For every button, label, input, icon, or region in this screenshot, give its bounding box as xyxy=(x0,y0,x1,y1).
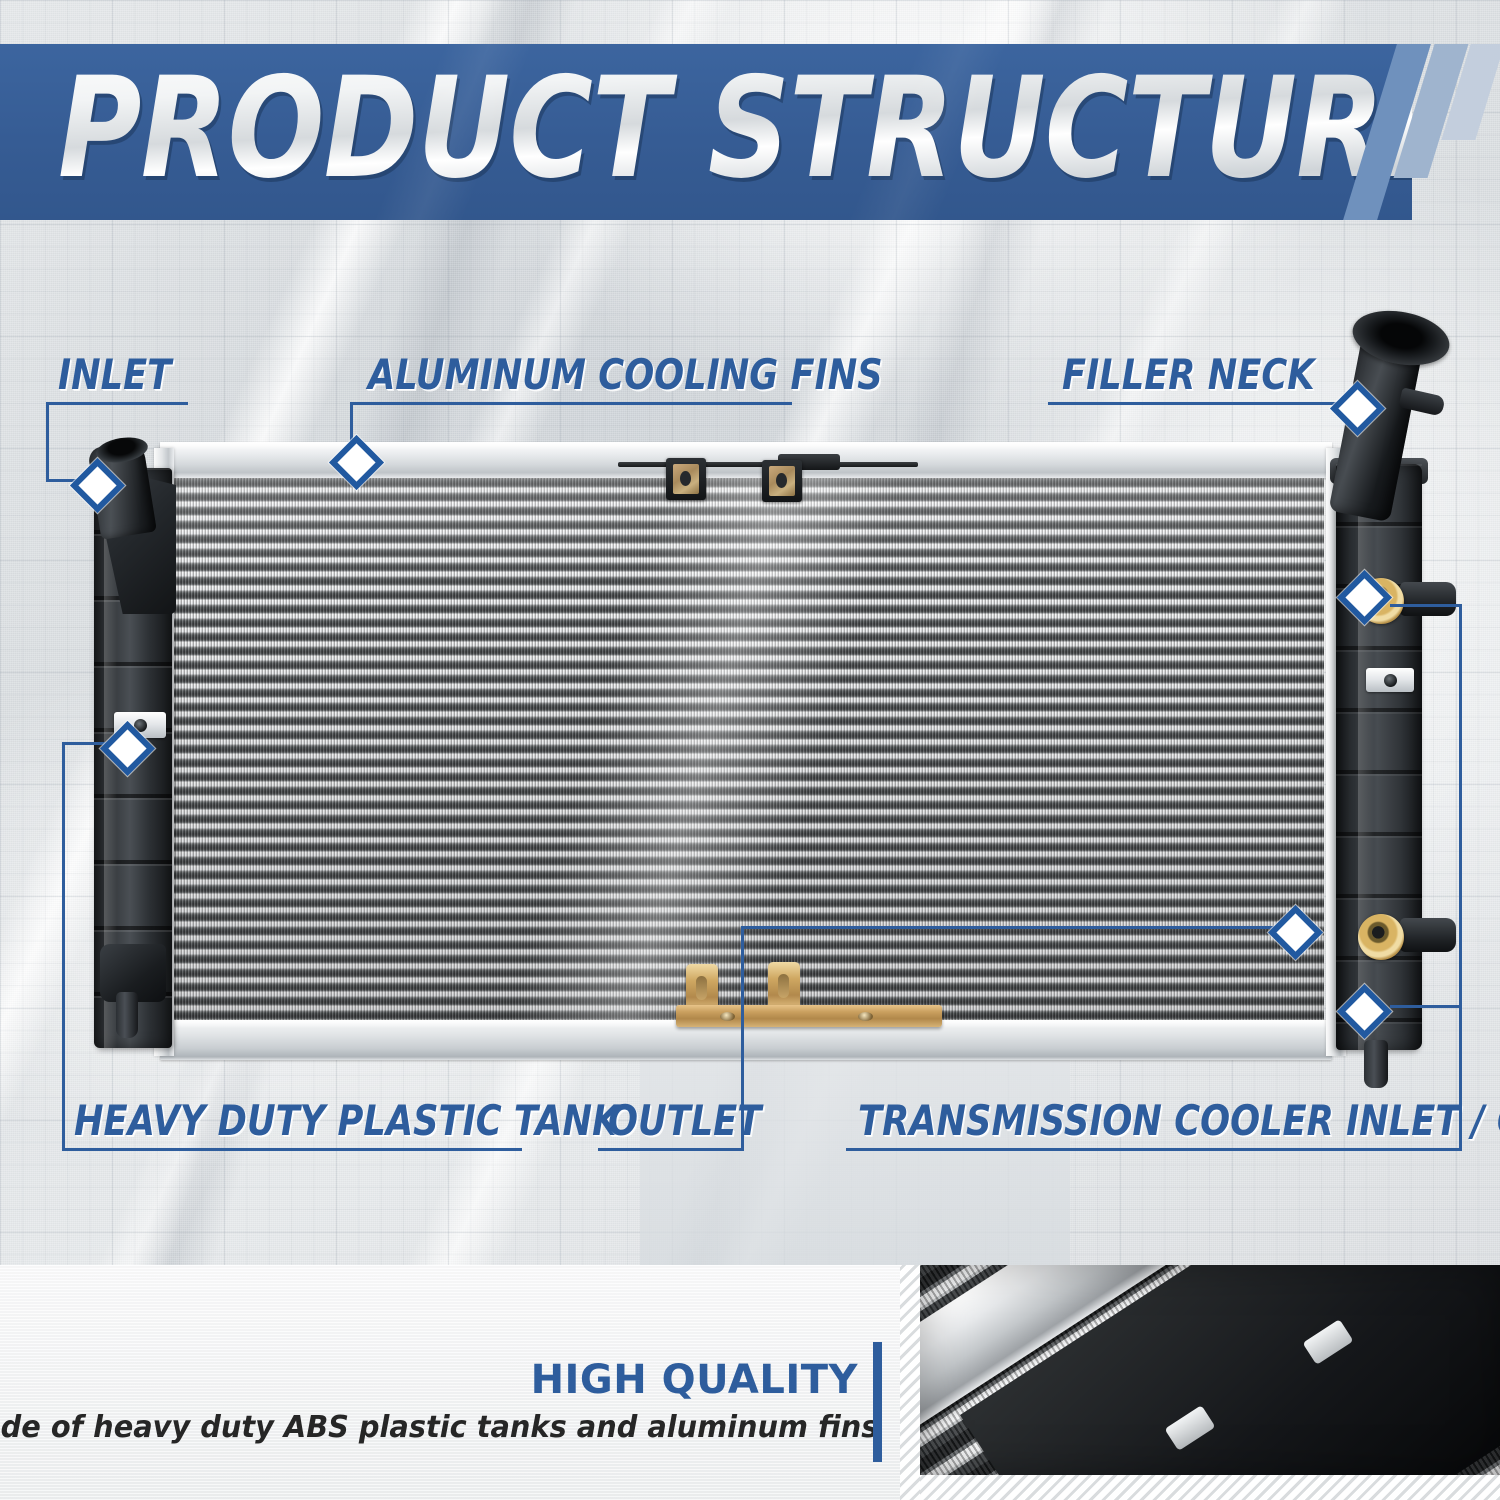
callout-connector-inlet xyxy=(46,402,49,480)
header-decor-bars xyxy=(1343,44,1500,220)
right-tank-clip xyxy=(1366,668,1414,692)
callout-connector-outlet xyxy=(741,926,744,1148)
top-mount-bracket-right xyxy=(762,460,802,502)
callout-connector-plastic-tank xyxy=(62,742,65,1148)
feature-divider xyxy=(873,1342,882,1462)
callout-label-inlet: INLET xyxy=(58,350,172,399)
callout-label-filler-neck: FILLER NECK xyxy=(1062,350,1315,399)
outlet-bracket-tab-left xyxy=(686,964,718,1010)
callout-connector-plastic-tank-arm xyxy=(62,742,116,745)
header-banner: PRODUCT STRUCTURE xyxy=(0,44,1412,220)
background-panel-patch xyxy=(640,1025,1070,1265)
callout-rule-inlet xyxy=(46,402,188,405)
fin-closeup-photo xyxy=(920,1265,1500,1475)
callout-rule-outlet xyxy=(598,1148,744,1151)
trans-cooler-outlet-fitting xyxy=(1358,914,1404,960)
callout-rule-trans-cooler xyxy=(846,1148,1462,1151)
callout-connector-trans-upper-arm xyxy=(1390,604,1462,607)
callout-label-cooling-fins: ALUMINUM COOLING FINS xyxy=(368,350,883,399)
outlet-bracket-tab-right xyxy=(768,962,800,1008)
aluminum-core-fins xyxy=(166,475,1324,1023)
trans-cooler-upper-sleeve xyxy=(1400,582,1456,616)
callout-rule-outlet-span xyxy=(741,926,1291,929)
left-tank-drain-stub xyxy=(116,992,138,1038)
feature-title: HIGH QUALITY xyxy=(530,1357,858,1403)
callout-rule-cooling-fins xyxy=(350,402,792,405)
trans-cooler-lower-sleeve xyxy=(1400,918,1456,952)
page-title: PRODUCT STRUCTURE xyxy=(58,44,1412,216)
callout-label-outlet: OUTLET xyxy=(608,1096,762,1145)
core-highlight xyxy=(166,475,1324,1023)
callout-label-trans-cooler: TRANSMISSION COOLER INLET / OUTLET xyxy=(858,1096,1500,1145)
callout-connector-inlet-arm xyxy=(46,479,88,482)
outlet-mount-bracket xyxy=(676,1005,942,1027)
right-plastic-tank xyxy=(1336,464,1422,1050)
callout-label-plastic-tank: HEAVY DUTY PLASTIC TANK xyxy=(74,1096,620,1145)
callout-connector-trans-cooler xyxy=(1459,604,1462,1148)
right-tank-drain-stub xyxy=(1364,1040,1388,1088)
callout-connector-trans-lower-arm xyxy=(1390,1005,1462,1008)
callout-connector-cooling-fins xyxy=(350,402,353,456)
hatch-strip-bottom xyxy=(920,1472,1500,1500)
callout-rule-filler-neck xyxy=(1048,402,1348,405)
top-mount-bracket-left xyxy=(666,458,706,500)
photo-vignette xyxy=(920,1265,1500,1475)
callout-rule-plastic-tank xyxy=(62,1148,522,1151)
feature-subtitle: Made of heavy duty ABS plastic tanks and… xyxy=(0,1410,878,1445)
